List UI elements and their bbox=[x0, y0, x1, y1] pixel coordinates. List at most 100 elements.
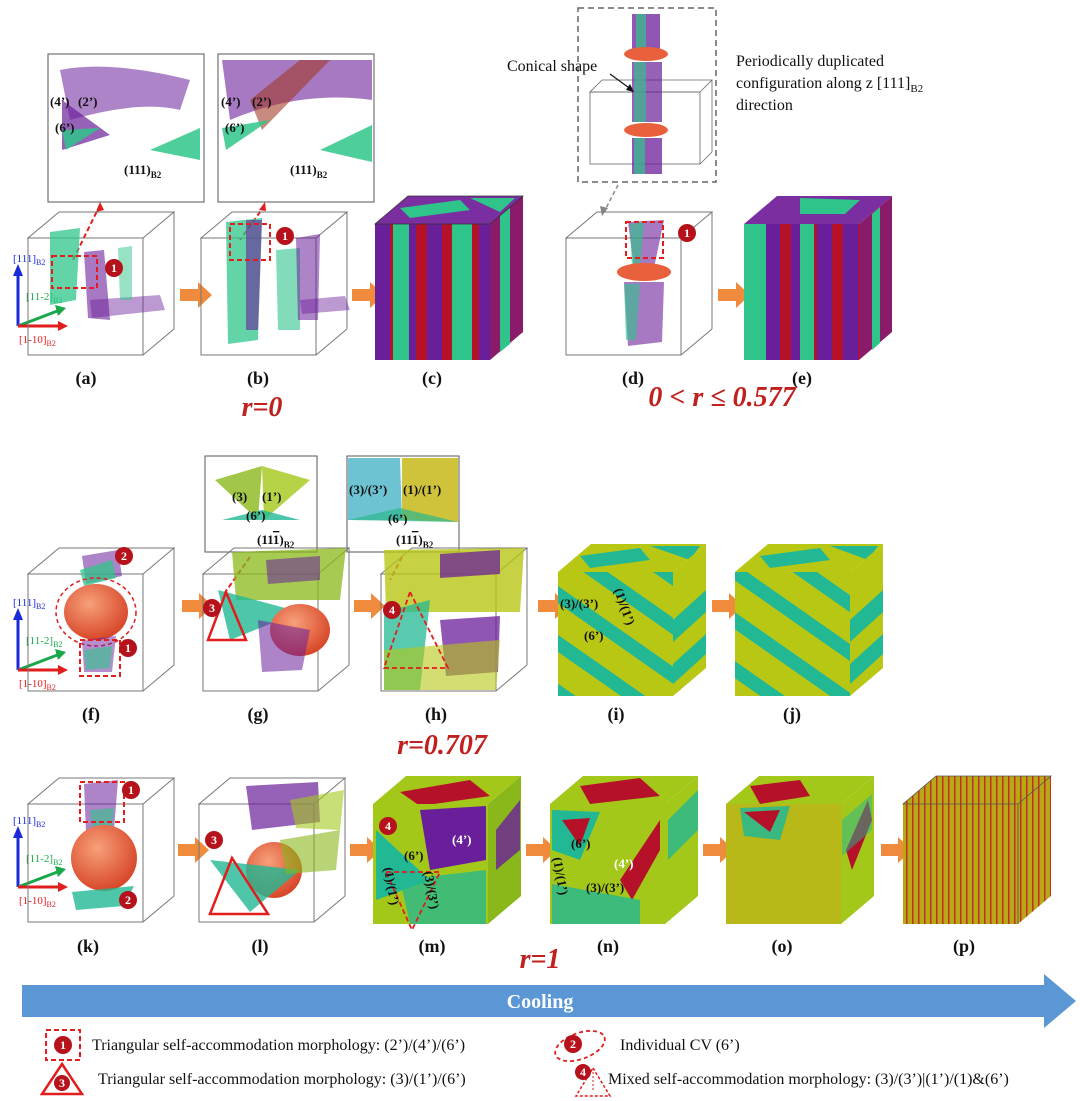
cube-a: 1 bbox=[26, 211, 176, 356]
panel-label-o: (o) bbox=[772, 936, 793, 957]
inset-g-label-1p: (1’) bbox=[262, 489, 282, 504]
inset-g-label-6p: (6’) bbox=[246, 508, 266, 523]
condition-r0707: r=0.707 bbox=[397, 730, 488, 761]
cube-l: 3 bbox=[197, 777, 347, 923]
condition-r0: r=0 bbox=[242, 392, 283, 423]
inset-b-plane: (111)B2 bbox=[290, 162, 328, 180]
svg-text:2: 2 bbox=[121, 549, 127, 563]
panel-label-g: (g) bbox=[248, 704, 269, 725]
panel-label-e: (e) bbox=[792, 368, 812, 389]
inset-h: (3)/(3’) (1)/(1’) (6’) (111)B2 bbox=[346, 455, 460, 553]
cube-n-label-33: (3)/(3’) bbox=[586, 880, 624, 895]
cube-e bbox=[744, 196, 892, 360]
inset-b-label-6p: (6’) bbox=[225, 120, 245, 135]
cube-j bbox=[735, 544, 883, 696]
inset-g: (3) (1’) (6’) (111)B2 bbox=[204, 455, 318, 553]
cube-k: 1 2 bbox=[26, 777, 176, 923]
panel-label-k: (k) bbox=[77, 936, 99, 957]
cube-o bbox=[726, 776, 874, 924]
panel-label-h: (h) bbox=[425, 704, 447, 725]
panel-label-i: (i) bbox=[608, 704, 625, 725]
cube-h: 4 bbox=[379, 547, 529, 692]
panel-label-p: (p) bbox=[953, 936, 975, 957]
inset-a: (4’) (2’) (6’) (111)B2 bbox=[47, 53, 205, 203]
svg-text:1: 1 bbox=[125, 641, 131, 655]
cube-i-label-6p: (6’) bbox=[584, 628, 604, 643]
svg-text:[111]B2: [111]B2 bbox=[13, 597, 45, 611]
inset-h-label-6p: (6’) bbox=[388, 511, 408, 526]
svg-text:2: 2 bbox=[125, 893, 131, 907]
cube-i-label-33: (3)/(3’) bbox=[560, 596, 598, 611]
svg-text:1: 1 bbox=[282, 229, 288, 243]
cube-c bbox=[373, 195, 525, 360]
axes-triad-row3: [111]B2 [11-2]B2 [1-10]B2 bbox=[13, 815, 68, 909]
svg-text:1: 1 bbox=[684, 226, 690, 240]
cube-m: 4 (6’) (4’) (1)/(1’) (3)/(3’) bbox=[373, 776, 521, 933]
panel-label-m: (m) bbox=[419, 936, 446, 957]
cube-n-label-4p: (4’) bbox=[614, 856, 634, 871]
inset-h-plane: (111)B2 bbox=[396, 532, 434, 550]
panel-label-l: (l) bbox=[252, 936, 269, 957]
svg-text:[11-2]B2: [11-2]B2 bbox=[26, 635, 62, 649]
panel-label-j: (j) bbox=[783, 704, 801, 725]
inset-b-label-2p: (2’) bbox=[252, 94, 272, 109]
panel-label-n: (n) bbox=[597, 936, 619, 957]
cube-n: (6’) (4’) (1)/(1’) (3)/(3’) bbox=[550, 776, 698, 924]
legend-item-2: Individual CV (6’) bbox=[620, 1037, 740, 1054]
inset-g-label-3: (3) bbox=[232, 489, 247, 504]
legend-item-3: Triangular self-accommodation morphology… bbox=[98, 1071, 466, 1088]
svg-text:[1-10]B2: [1-10]B2 bbox=[19, 895, 56, 909]
legend-item-4: Mixed self-accommodation morphology: (3)… bbox=[608, 1071, 1009, 1088]
panel-label-f: (f) bbox=[82, 704, 100, 725]
periodic-line-1: Periodically duplicated bbox=[736, 53, 884, 70]
svg-text:[1-10]B2: [1-10]B2 bbox=[19, 678, 56, 692]
cube-n-label-11: (1)/(1’) bbox=[550, 856, 571, 896]
inset-h-label-11: (1)/(1’) bbox=[403, 482, 441, 497]
panel-label-c: (c) bbox=[422, 368, 442, 389]
svg-text:1: 1 bbox=[128, 783, 134, 797]
inset-b: (4’) (2’) (6’) (111)B2 bbox=[217, 53, 375, 203]
condition-r1: r=1 bbox=[520, 944, 561, 975]
cube-m-label-6p: (6’) bbox=[404, 848, 424, 863]
cooling-arrow bbox=[22, 974, 1076, 1028]
svg-text:4: 4 bbox=[385, 819, 391, 833]
svg-text:[111]B2: [111]B2 bbox=[13, 815, 45, 829]
cube-g: 3 bbox=[201, 547, 351, 692]
svg-text:[1-10]B2: [1-10]B2 bbox=[19, 334, 56, 348]
svg-text:4: 4 bbox=[389, 603, 395, 617]
svg-text:1: 1 bbox=[60, 1038, 66, 1052]
inset-a-label-2p: (2’) bbox=[78, 94, 98, 109]
inset-a-plane: (111)B2 bbox=[124, 162, 162, 180]
svg-text:3: 3 bbox=[59, 1076, 65, 1090]
panel-label-a: (a) bbox=[76, 368, 97, 389]
panel-label-b: (b) bbox=[247, 368, 269, 389]
svg-text:3: 3 bbox=[209, 601, 215, 615]
inset-d bbox=[577, 7, 717, 183]
cube-d: 1 bbox=[564, 211, 714, 356]
cube-i: (3)/(3’) (1)/(1’) (6’) bbox=[558, 544, 706, 696]
cube-m-label-33: (3)/(3’) bbox=[421, 870, 442, 910]
legend: 1 Triangular self-accommodation morpholo… bbox=[39, 1029, 1009, 1097]
panel-label-d: (d) bbox=[622, 368, 644, 389]
svg-text:4: 4 bbox=[580, 1065, 586, 1079]
axes-triad-row1: [111]B2 [11-2]B2 [1-10]B2 bbox=[13, 253, 68, 348]
periodic-line-2: configuration along z [111]B2 bbox=[736, 75, 923, 95]
legend-item-1: Triangular self-accommodation morphology… bbox=[92, 1037, 465, 1054]
cube-b: 1 bbox=[199, 211, 350, 356]
inset-g-plane: (111)B2 bbox=[257, 532, 295, 550]
condition-r-range: 0 < r ≤ 0.577 bbox=[648, 382, 796, 413]
cube-m-label-4p: (4’) bbox=[452, 832, 472, 847]
inset-a-label-4p: (4’) bbox=[50, 94, 70, 109]
svg-text:[111]B2: [111]B2 bbox=[13, 253, 45, 267]
cube-f: 2 1 bbox=[26, 547, 176, 692]
svg-text:1: 1 bbox=[111, 261, 117, 275]
conical-shape-label: Conical shape bbox=[507, 58, 597, 75]
periodic-line-3: direction bbox=[736, 97, 793, 114]
svg-text:3: 3 bbox=[211, 833, 217, 847]
svg-text:2: 2 bbox=[570, 1037, 576, 1051]
axes-triad-row2: [111]B2 [11-2]B2 [1-10]B2 bbox=[13, 597, 68, 692]
cooling-label: Cooling bbox=[507, 991, 574, 1013]
inset-h-label-33: (3)/(3’) bbox=[349, 482, 387, 497]
cube-n-label-6p: (6’) bbox=[571, 836, 591, 851]
